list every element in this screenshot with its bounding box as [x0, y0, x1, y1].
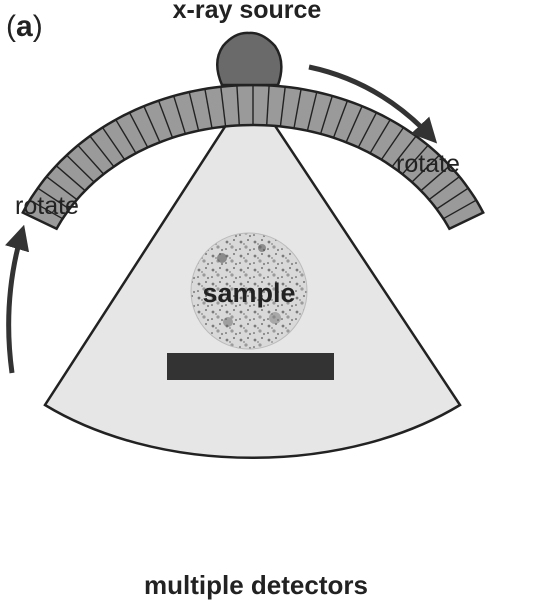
- detector-cell-icon: [143, 105, 161, 143]
- sample-disc-icon: [190, 232, 308, 350]
- detector-cell-icon: [101, 127, 126, 160]
- panel-label-open: (: [6, 10, 16, 43]
- rotate-label-right: rotate: [396, 150, 460, 178]
- curved-arrow-icon-left: [5, 224, 30, 374]
- detector-cell-icon: [115, 119, 137, 154]
- panel-label-letter: a: [16, 10, 33, 43]
- detector-cell-icon: [66, 154, 95, 183]
- detector-cell-icon: [345, 105, 363, 143]
- detector-band: [21, 83, 485, 231]
- curved-arrow-icon-right: [308, 64, 438, 144]
- detector-cell-icon: [357, 112, 378, 148]
- detector-cell-icon: [420, 165, 451, 192]
- source-label: x-ray source: [173, 0, 322, 24]
- detector-cell-icon: [369, 119, 391, 154]
- detector-cell-icon: [428, 176, 460, 201]
- detector-cell-icon: [37, 187, 70, 210]
- rotate-label-left: rotate: [15, 192, 79, 220]
- detector-cell-icon: [77, 144, 105, 175]
- detector-cell-icon: [443, 199, 477, 220]
- detector-cell-icon: [89, 135, 115, 168]
- detector-arc: [21, 83, 485, 231]
- detector-cell-icon: [55, 165, 86, 192]
- detector-cell-icon: [319, 95, 333, 135]
- detector-cell-icon: [266, 85, 270, 126]
- detector-cell-icon: [306, 91, 318, 131]
- detector-cell-icon: [279, 86, 286, 127]
- detector-cell-icon: [401, 144, 429, 175]
- detector-cell-icon: [220, 86, 227, 127]
- sample-label: sample: [202, 278, 295, 308]
- detector-cell-icon: [411, 154, 440, 183]
- detectors-label: multiple detectors: [144, 570, 368, 600]
- detector-cell-icon: [188, 91, 200, 131]
- panel-label-close: ): [33, 10, 43, 43]
- detector-cell-icon: [173, 95, 187, 135]
- detector-cell-icon: [236, 85, 240, 126]
- xray-source-icon: [216, 31, 283, 87]
- detector-cell-icon: [46, 176, 78, 201]
- detector-cell-icon: [128, 112, 149, 148]
- detector-cell-icon: [293, 88, 302, 129]
- detector-cell-icon: [332, 100, 349, 138]
- detector-cell-icon: [29, 199, 63, 220]
- detector-cell-icon: [436, 187, 469, 210]
- detector-cell-icon: [157, 100, 174, 138]
- sample-stage-icon: [167, 353, 334, 380]
- detector-cell-icon: [204, 88, 213, 129]
- panel-label: (a): [6, 10, 43, 43]
- detector-cell-icon: [380, 127, 405, 160]
